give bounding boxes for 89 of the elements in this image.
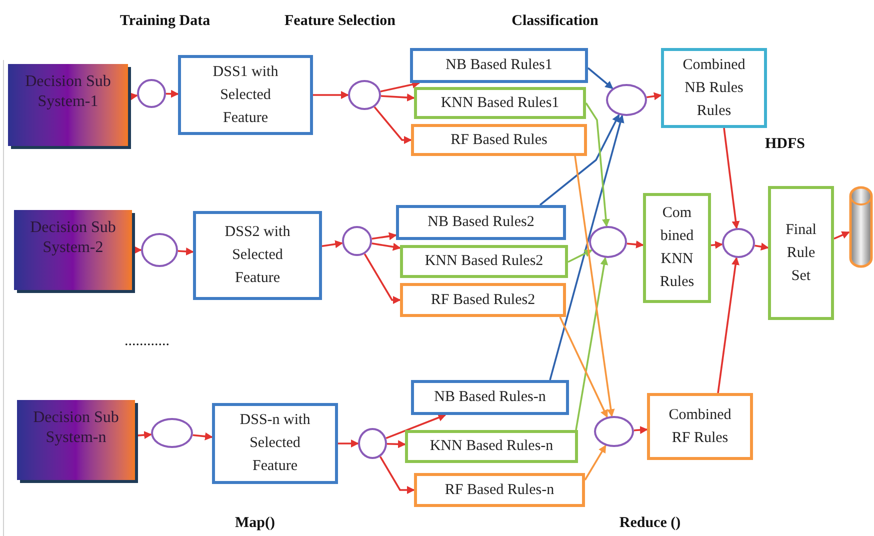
arrow [646,92,662,100]
arrow [386,414,446,439]
process-box [193,211,322,300]
node-text: Decision Sub System-2 [29,218,117,258]
junction-circle [141,233,178,267]
arrow [322,240,344,248]
node-text: KNN Based Rules1 [440,94,560,112]
process-box [411,380,569,415]
process-box [396,205,566,240]
arrow [634,426,648,434]
node-text: DSS-n with Selected Feature [238,411,312,476]
arrow [386,440,406,448]
process-box [661,48,767,128]
junction-circle [348,80,381,110]
junction-circle [137,79,166,108]
process-box [768,186,834,320]
arrow [754,242,769,251]
junction-circle [722,228,755,258]
node-text: Decision Sub System-1 [24,72,112,112]
junction-circle [606,84,647,116]
node-text: Decision Sub System-n [32,408,120,448]
node-text: RF Based Rules2 [430,290,536,310]
arrow [834,231,850,240]
process-box [643,193,711,303]
arrow [379,456,415,494]
node-text: DSS1 with Selected Feature [212,62,280,128]
node-text: Combined RF Rules [668,406,732,448]
arrow [584,444,606,480]
ellipsis-text: ............ [124,332,170,351]
process-box [178,55,313,135]
node-text: RF Based Rules [450,130,548,150]
node-text: Com bined KNN Rules [658,204,696,292]
section-heading: Training Data [118,12,212,31]
arrow [313,91,349,99]
arrow [626,240,644,248]
arrow [132,246,142,254]
arrow [549,114,624,380]
arrow [539,114,620,206]
arrow [587,67,614,90]
arrow [192,432,213,440]
node-text: NB Based Rules2 [428,213,534,232]
junction-circle [358,428,387,459]
gradient-box [8,64,128,146]
node-text: KNN Based Rules2 [424,252,544,271]
arrow [372,232,397,240]
arrow [380,94,415,102]
process-box [414,473,585,507]
arrow [574,156,615,418]
junction-circle [342,226,372,256]
process-box [410,48,588,83]
junction-circle [151,418,193,448]
process-box [647,393,753,460]
node-text: KNN Based Rules-n [430,437,554,456]
arrow [166,90,179,98]
arrow [559,316,608,418]
junction-circle [589,226,627,258]
junction-circle [594,416,634,447]
node-text: RF Based Rules-n [444,480,554,500]
node-text: DSS2 with Selected Feature [224,223,292,288]
node-text: NB Based Rules1 [446,56,552,75]
process-box [400,245,568,278]
arrow [364,253,401,304]
arrow [178,248,194,256]
node-text: Final Rule Set [784,220,818,286]
arrow [372,242,401,251]
section-heading: Feature Selection [284,12,396,31]
section-heading: HDFS [764,135,806,154]
node-text: Combined NB Rules Rules [682,56,746,120]
arrow [710,240,724,249]
gradient-box [14,210,132,290]
arrow [380,80,420,92]
arrow [717,256,740,394]
process-box [405,430,578,463]
node-text: NB Based Rules-n [434,388,546,407]
process-box [411,124,587,156]
arrow [374,106,412,144]
arrow [585,102,610,228]
gradient-box [17,400,135,480]
storage-cylinder [849,186,873,268]
section-heading: Reduce () [618,514,682,533]
arrow [723,128,740,230]
arrow [338,440,359,448]
process-box [414,87,586,119]
process-box [212,403,338,484]
process-box [400,283,566,317]
arrow [568,249,593,263]
arrow [575,256,608,430]
section-heading: Map() [234,514,276,533]
section-heading: Classification [510,12,600,31]
